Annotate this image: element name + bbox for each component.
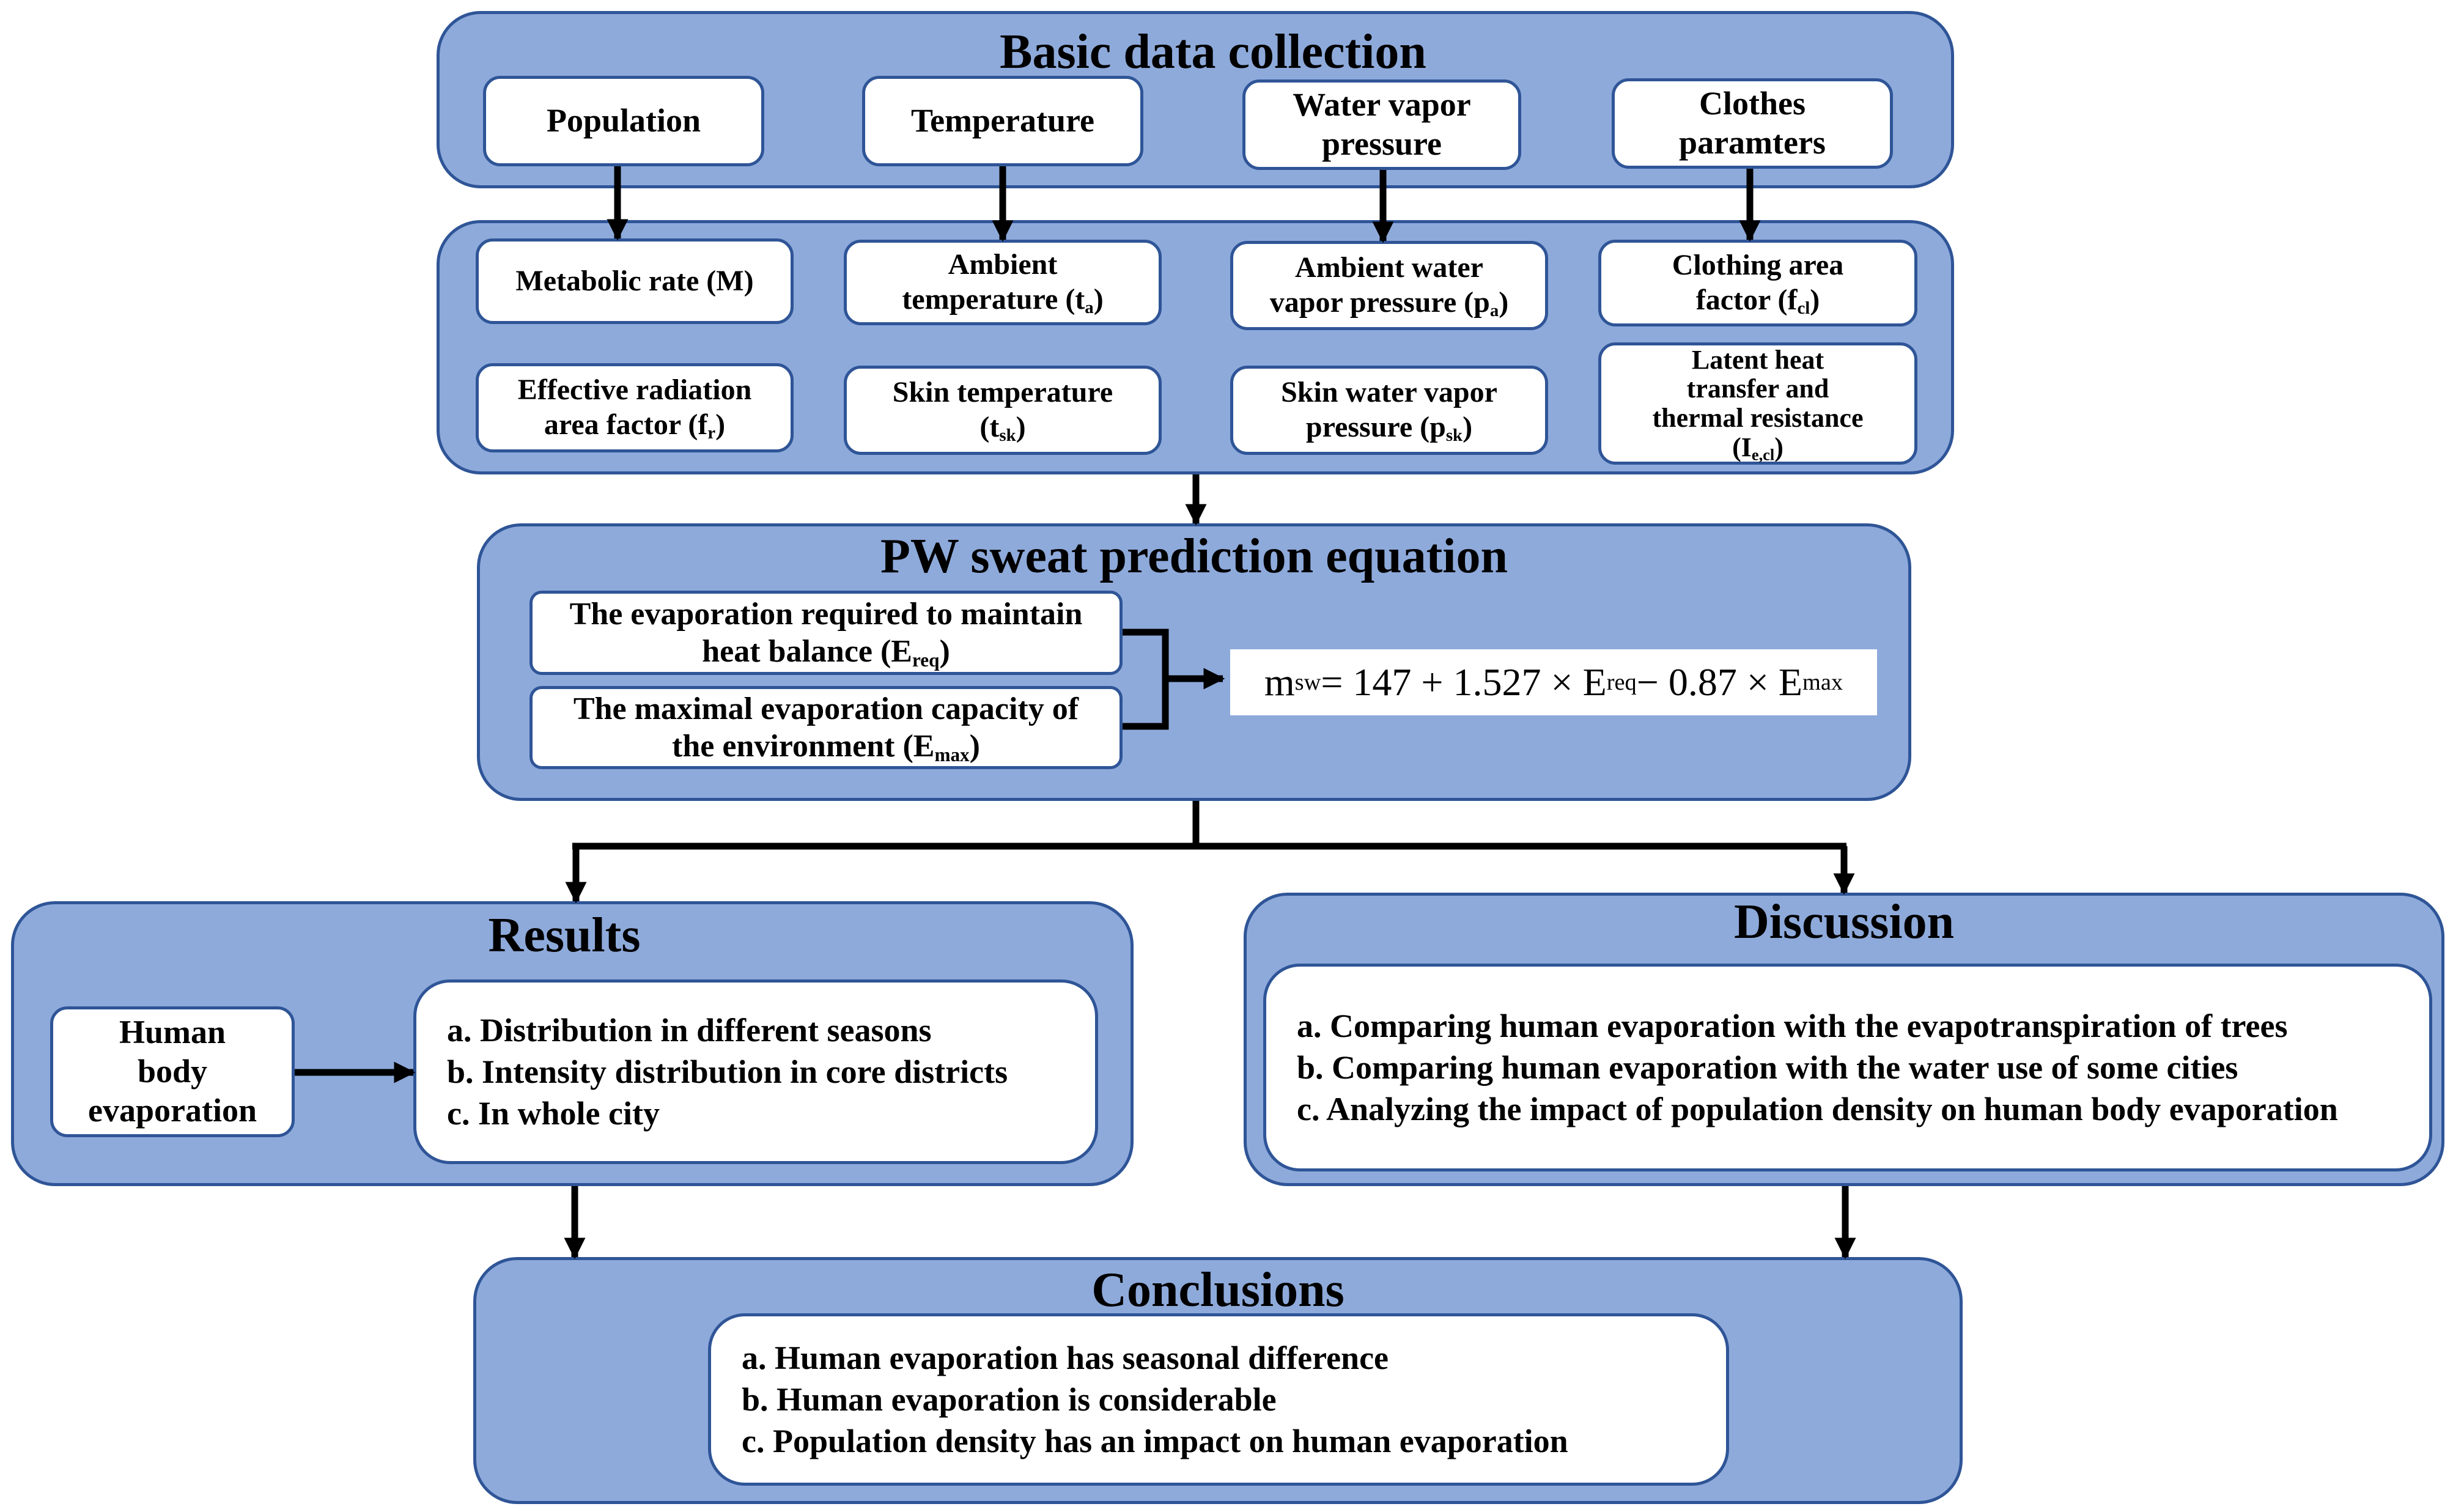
- clothing-area-factor-box: Clothing area factor (fcl): [1598, 240, 1917, 326]
- conclusions-title: Conclusions: [1091, 1263, 1345, 1317]
- results-item: c. In whole city: [447, 1095, 660, 1132]
- results-title: Results: [488, 909, 641, 962]
- conclusions-item: a. Human evaporation has seasonal differ…: [742, 1340, 1389, 1376]
- conclusions-list: a. Human evaporation has seasonal differ…: [708, 1313, 1729, 1486]
- results-item: b. Intensity distribution in core distri…: [447, 1053, 1008, 1090]
- basic-data-title: Basic data collection: [1000, 25, 1426, 79]
- maximal-evaporation-box: The maximal evaporation capacity of the …: [529, 686, 1123, 769]
- bracket-inputs: [1123, 629, 1169, 730]
- pw-equation-title: PW sweat prediction equation: [880, 529, 1508, 583]
- effective-radiation-box: Effective radiation area factor (fr): [476, 363, 794, 452]
- discussion-item: c. Analyzing the impact of population de…: [1297, 1091, 2338, 1127]
- skin-temperature-box: Skin temperature (tsk): [844, 366, 1162, 455]
- latent-heat-box: Latent heat transfer and thermal resista…: [1598, 342, 1917, 465]
- skin-water-vapor-box: Skin water vapor pressure (psk): [1230, 366, 1548, 455]
- clothes-parameters-box: Clothes paramters: [1612, 78, 1893, 169]
- discussion-list: a. Comparing human evaporation with the …: [1263, 964, 2432, 1171]
- conclusions-item: c. Population density has an impact on h…: [742, 1423, 1568, 1459]
- discussion-title: Discussion: [1733, 895, 1955, 949]
- discussion-item: a. Comparing human evaporation with the …: [1297, 1008, 2288, 1044]
- metabolic-rate-box: Metabolic rate (M): [476, 238, 794, 324]
- results-list: a. Distribution in different seasons b. …: [413, 979, 1098, 1164]
- human-body-evaporation-box: Human body evaporation: [50, 1006, 295, 1137]
- conclusions-item: b. Human evaporation is considerable: [742, 1381, 1277, 1418]
- temperature-box: Temperature: [862, 76, 1143, 166]
- ambient-temperature-box: Ambient temperature (ta): [844, 240, 1162, 325]
- evaporation-required-box: The evaporation required to maintain hea…: [529, 591, 1123, 675]
- results-item: a. Distribution in different seasons: [447, 1012, 932, 1049]
- water-vapor-pressure-box: Water vapor pressure: [1242, 79, 1521, 170]
- population-box: Population: [483, 76, 764, 166]
- discussion-item: b. Comparing human evaporation with the …: [1297, 1049, 2238, 1086]
